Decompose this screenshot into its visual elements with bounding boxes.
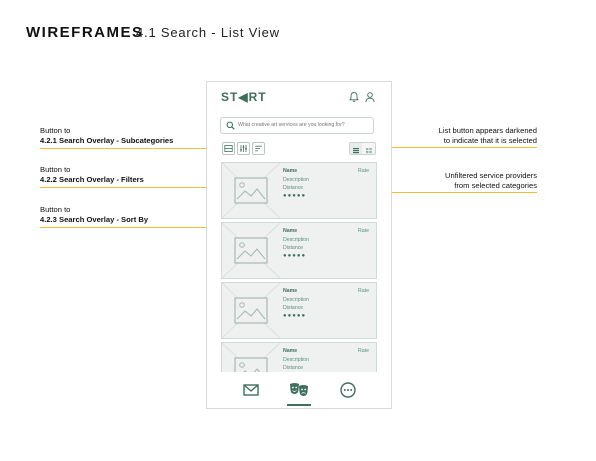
view-toggle (349, 142, 376, 155)
connector-list-button (366, 147, 537, 148)
provider-distance: Distance (283, 245, 304, 251)
filters-button[interactable] (237, 142, 250, 155)
app-logo[interactable]: ST◀RT (221, 90, 267, 104)
annotation-sort-line1: Button to (40, 205, 71, 214)
list-view-button[interactable] (350, 143, 362, 154)
annotation-sort-line2: 4.2.3 Search Overlay - Sort By (40, 215, 149, 224)
annotation-unfiltered: Unfiltered service providers from select… (396, 171, 537, 191)
bottom-nav (207, 372, 391, 408)
provider-name: Name (283, 288, 298, 294)
connector-unfiltered (378, 192, 537, 193)
annotation-unfiltered-line1: Unfiltered service providers (444, 171, 537, 180)
mail-icon[interactable] (242, 381, 260, 399)
annotation-unfiltered-line2: from selected categories (454, 181, 537, 190)
annotation-filters-line1: Button to (40, 165, 71, 174)
annotation-list-button: List button appears darkened to indicate… (396, 126, 537, 146)
sort-icon (255, 145, 262, 152)
provider-name: Name (283, 228, 298, 234)
provider-rate: Rate (358, 288, 369, 294)
provider-name: Name (283, 168, 298, 174)
annotation-list-button-line1: List button appears darkened (438, 126, 537, 135)
provider-distance: Distance (283, 305, 304, 311)
more-icon[interactable] (339, 381, 357, 399)
list-item[interactable]: Name Description Distance ●●●●● Rate (221, 282, 377, 339)
annotation-subcategories: Button to 4.2.1 Search Overlay - Subcate… (40, 126, 173, 146)
filters-icon (240, 145, 247, 152)
image-placeholder-icon (222, 163, 280, 218)
annotation-list-button-line2: to indicate that it is selected (443, 136, 537, 145)
list-item[interactable]: Name Description Distance ●●●●● Rate (221, 222, 377, 279)
image-placeholder-icon (222, 223, 280, 278)
annotation-subcategories-line1: Button to (40, 126, 71, 135)
provider-description: Description (283, 357, 309, 363)
theater-masks-icon[interactable] (289, 381, 309, 399)
search-icon (226, 121, 235, 130)
annotation-filters: Button to 4.2.2 Search Overlay - Filters (40, 165, 144, 185)
search-input[interactable] (238, 119, 370, 131)
phone-frame: ST◀RT (206, 81, 392, 409)
image-placeholder-icon (222, 283, 280, 338)
subcategories-icon (224, 145, 233, 152)
provider-description: Description (283, 237, 309, 243)
provider-distance: Distance (283, 365, 304, 371)
annotation-filters-line2: 4.2.2 Search Overlay - Filters (40, 175, 144, 184)
user-icon[interactable] (364, 91, 376, 103)
connector-sort (40, 227, 258, 228)
provider-name: Name (283, 348, 298, 354)
connector-filters (40, 187, 242, 188)
search-bar[interactable] (220, 117, 374, 134)
subcategories-button[interactable] (222, 142, 235, 155)
grid-view-button[interactable] (363, 143, 375, 154)
active-tab-indicator (287, 404, 311, 406)
provider-rating: ●●●●● (283, 253, 307, 259)
provider-rate: Rate (358, 168, 369, 174)
annotation-sort: Button to 4.2.3 Search Overlay - Sort By (40, 205, 148, 225)
provider-description: Description (283, 297, 309, 303)
grid-icon (366, 148, 372, 154)
provider-rate: Rate (358, 348, 369, 354)
bell-icon[interactable] (348, 91, 360, 103)
list-icon (353, 148, 359, 154)
provider-rate: Rate (358, 228, 369, 234)
provider-rating: ●●●●● (283, 193, 307, 199)
page-title: WIREFRAMES (26, 24, 144, 41)
provider-distance: Distance (283, 185, 304, 191)
annotation-subcategories-line2: 4.2.1 Search Overlay - Subcategories (40, 136, 174, 145)
provider-rating: ●●●●● (283, 313, 307, 319)
list-item[interactable]: Name Description Distance ●●●●● Rate (221, 162, 377, 219)
page-subtitle: 4.1 Search - List View (136, 25, 280, 40)
connector-subcategories (40, 148, 224, 149)
sort-button[interactable] (252, 142, 265, 155)
provider-description: Description (283, 177, 309, 183)
